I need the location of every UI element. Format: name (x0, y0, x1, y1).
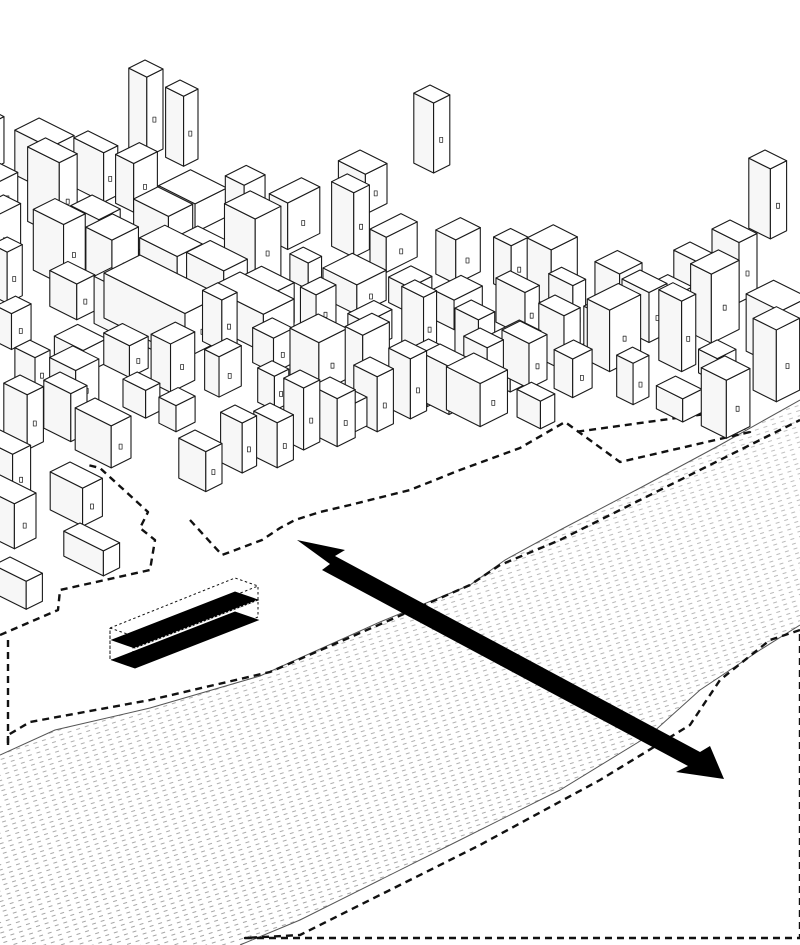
platform-lower (110, 611, 260, 669)
building (586, 282, 642, 373)
building (516, 381, 556, 430)
building (0, 474, 37, 550)
building (700, 355, 751, 439)
building (748, 149, 788, 240)
building (435, 217, 481, 285)
building (73, 130, 119, 203)
building (616, 346, 650, 406)
building (553, 339, 593, 399)
building (752, 306, 800, 403)
building (388, 339, 428, 420)
building (0, 114, 5, 166)
building (3, 374, 44, 451)
building (501, 320, 548, 390)
building (445, 352, 509, 428)
building (322, 252, 387, 316)
building (74, 397, 132, 469)
building (201, 282, 238, 352)
building (103, 322, 149, 379)
building (690, 249, 740, 344)
building (49, 260, 96, 321)
building (204, 337, 242, 398)
building (0, 295, 32, 351)
building (220, 404, 258, 474)
building (253, 402, 294, 469)
building (331, 173, 370, 258)
building (257, 360, 290, 412)
stacked-platforms (109, 577, 260, 669)
building (178, 429, 223, 493)
building (658, 282, 697, 373)
arrow-shaft-and-heads (297, 540, 724, 779)
building (655, 375, 703, 423)
double-headed-arrow (297, 540, 724, 779)
building (0, 556, 43, 610)
building (128, 59, 164, 158)
boundary-north-bank (0, 410, 752, 637)
river (0, 399, 800, 945)
city-blocks (0, 59, 800, 610)
building (369, 213, 418, 273)
building (0, 236, 23, 304)
building (150, 321, 196, 393)
building (49, 461, 103, 527)
building (413, 84, 451, 174)
boundary-right-south (243, 628, 800, 940)
building (165, 79, 199, 167)
river-south-edge (239, 624, 800, 945)
building (158, 387, 196, 433)
building (63, 522, 121, 577)
building (32, 198, 86, 286)
river-highlight (0, 400, 800, 945)
site-boundary (0, 410, 800, 940)
building (122, 371, 161, 419)
building (252, 317, 294, 374)
